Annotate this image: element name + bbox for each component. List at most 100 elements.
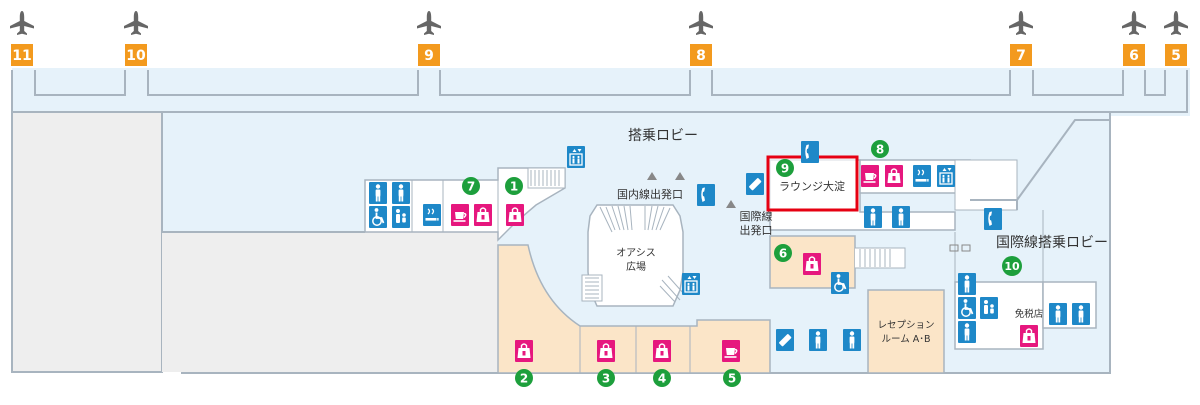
gate-badge [11, 44, 33, 66]
marker-number: 8 [876, 143, 884, 157]
baby-care-icon[interactable] [980, 297, 998, 319]
telephone-icon[interactable] [984, 208, 1002, 230]
toilet-icon[interactable] [864, 206, 882, 228]
intl-departure-exit-label-line2: 出発口 [740, 223, 773, 237]
marker-number: 10 [1004, 260, 1020, 273]
reception-room-label-line1: レセプション [877, 320, 934, 331]
lounge-label: ラウンジ大淀 [779, 179, 845, 193]
west-building-block [11, 111, 163, 373]
airplane-icon [1009, 11, 1033, 35]
gate-badge [1010, 44, 1032, 66]
marker-number: 6 [779, 247, 787, 261]
shop-icon[interactable] [652, 339, 672, 363]
gate-number: 5 [1171, 48, 1181, 64]
shop-icon[interactable] [884, 164, 904, 188]
toilet-icon[interactable] [843, 329, 861, 351]
smoking-area-icon[interactable] [912, 164, 932, 188]
marker-number: 3 [602, 372, 610, 386]
gate-number: 10 [126, 48, 146, 64]
gate-number: 7 [1016, 48, 1026, 64]
baby-care-icon[interactable] [392, 206, 410, 228]
cafe-icon[interactable] [721, 339, 741, 363]
toilet-icon[interactable] [369, 182, 387, 204]
marker-5[interactable]: 5 [723, 369, 741, 387]
oasis-plaza [587, 204, 684, 307]
wheelchair-icon[interactable] [830, 271, 850, 295]
marker-8[interactable]: 8 [871, 140, 889, 158]
shop-area [497, 244, 771, 374]
toilet-icon[interactable] [892, 206, 910, 228]
airplane-icon [689, 11, 713, 35]
shop-icon[interactable] [596, 339, 616, 363]
toilet-icon[interactable] [958, 273, 976, 295]
marker-10[interactable]: 10 [1002, 256, 1022, 276]
gate-badge [1123, 44, 1145, 66]
gate-9[interactable]: 9 [417, 11, 441, 66]
marker-number: 7 [467, 180, 475, 194]
gate-5[interactable]: 5 [1164, 11, 1188, 66]
toilet-icon[interactable] [392, 182, 410, 204]
gate-6[interactable]: 6 [1122, 11, 1146, 66]
marker-number: 2 [520, 372, 528, 386]
shop-icon[interactable] [1019, 324, 1039, 348]
gate-badge [418, 44, 440, 66]
marker-number: 9 [781, 162, 789, 176]
gate-badge [125, 44, 147, 66]
airplane-icon [417, 11, 441, 35]
marker-3[interactable]: 3 [597, 369, 615, 387]
oasis-plaza-label-line1: オアシス [616, 247, 656, 259]
gate-badge [1165, 44, 1187, 66]
intl-boarding-lobby-label: 国際線搭乗ロビー [996, 235, 1108, 251]
domestic-departure-exit-label: 国内線出発口 [617, 187, 683, 201]
telephone-icon[interactable] [697, 184, 715, 206]
marker-2[interactable]: 2 [515, 369, 533, 387]
airplane-icon [1164, 11, 1188, 35]
cafe-icon[interactable] [450, 203, 470, 227]
gate-markers: 11 10 9 8 7 6 5 [10, 11, 1188, 66]
oasis-plaza-label-line2: 広場 [626, 260, 646, 273]
toilet-icon[interactable] [1049, 303, 1067, 325]
toilet-icon[interactable] [958, 321, 976, 343]
toilet-icon[interactable] [809, 329, 827, 351]
airplane-icon [124, 11, 148, 35]
marker-7[interactable]: 7 [462, 177, 480, 195]
gate-number: 6 [1129, 48, 1139, 64]
gate-10[interactable]: 10 [124, 11, 148, 66]
toilet-icon[interactable] [1072, 303, 1090, 325]
gate-badge [690, 44, 712, 66]
elevator-icon[interactable] [936, 164, 956, 188]
marker-number: 4 [658, 372, 666, 386]
marker-number: 1 [510, 180, 518, 194]
cafe-icon[interactable] [860, 164, 880, 188]
marker-4[interactable]: 4 [653, 369, 671, 387]
duty-free-shop-label: 免税店 [1015, 308, 1044, 320]
telephone-icon[interactable] [801, 141, 819, 163]
wheelchair-icon[interactable] [368, 205, 388, 229]
airplane-icon [10, 11, 34, 35]
shop-icon[interactable] [802, 252, 822, 276]
elevator-icon[interactable] [566, 145, 586, 169]
smoking-area-icon[interactable] [422, 203, 442, 227]
gate-7[interactable]: 7 [1009, 11, 1033, 66]
information-icon[interactable] [746, 173, 764, 195]
shop-icon[interactable] [514, 339, 534, 363]
gate-8[interactable]: 8 [689, 11, 713, 66]
marker-1[interactable]: 1 [505, 177, 523, 195]
gate-11[interactable]: 11 [10, 11, 34, 66]
intl-departure-exit-label-line1: 国際線 [740, 209, 773, 223]
wheelchair-icon[interactable] [957, 296, 977, 320]
gate-number: 8 [696, 48, 706, 64]
boarding-lobby-label: 搭乗ロビー [628, 128, 698, 144]
airplane-icon [1122, 11, 1146, 35]
shop-icon[interactable] [473, 203, 493, 227]
reception-room-label-line2: ルーム A･B [881, 334, 930, 345]
elevator-icon[interactable] [681, 272, 701, 296]
marker-6[interactable]: 6 [774, 244, 792, 262]
location-markers: 1 2 3 4 5 6 7 8 9 10 [462, 140, 1022, 387]
marker-9[interactable]: 9 [776, 159, 794, 177]
gate-connectors [11, 68, 1190, 116]
gate-number: 11 [12, 48, 31, 64]
shop-icon[interactable] [505, 203, 525, 227]
information-icon[interactable] [776, 329, 794, 351]
